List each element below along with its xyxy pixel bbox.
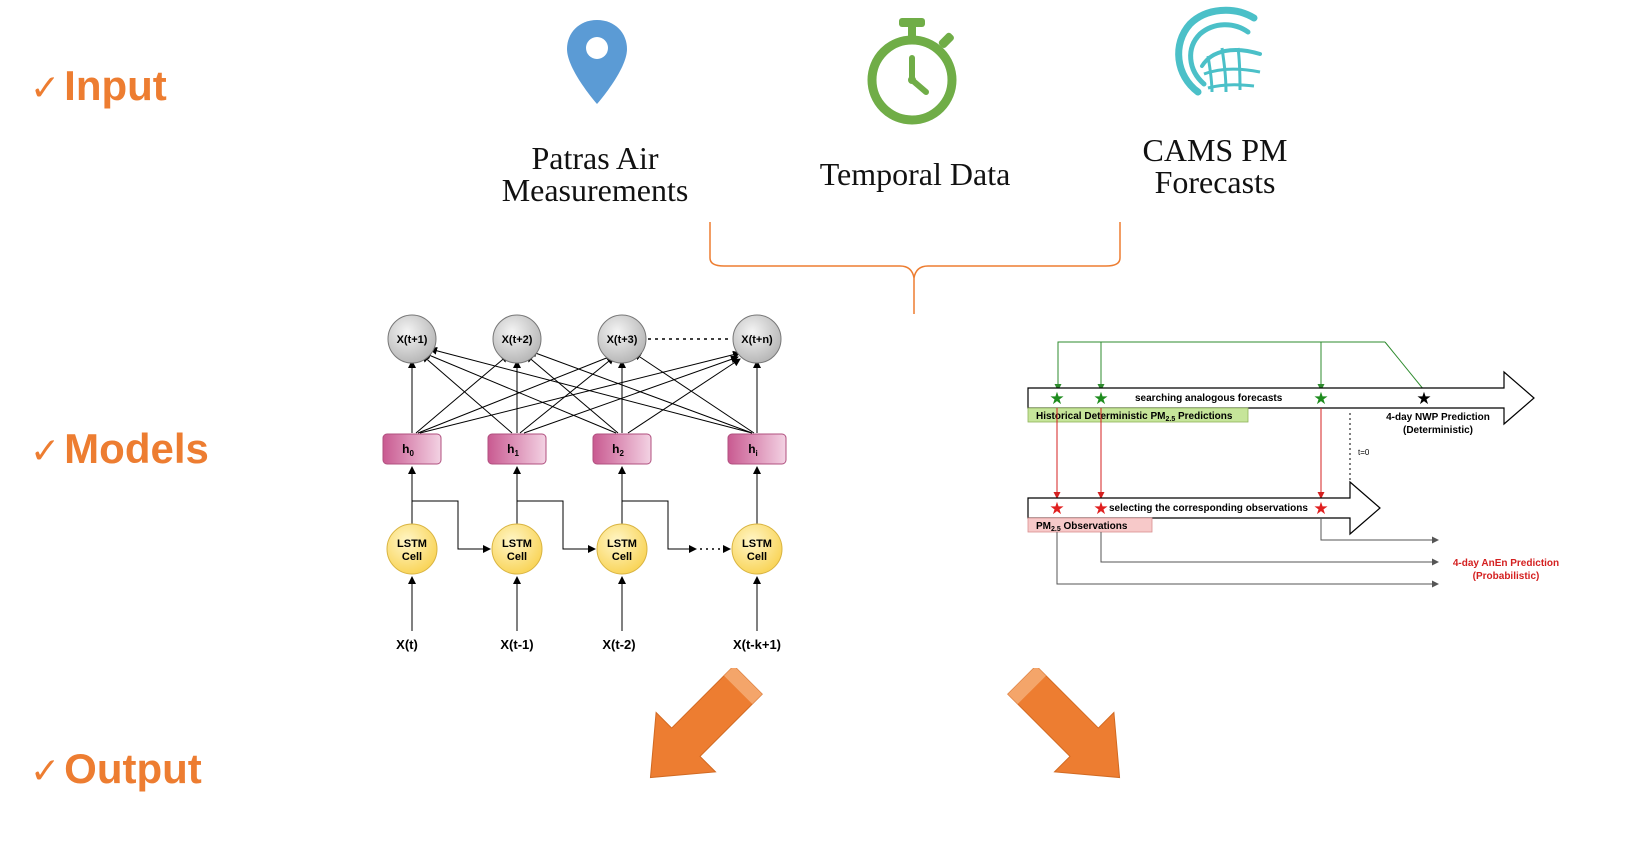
lstm-cell: LSTM Cell	[386, 523, 438, 575]
svg-text:LSTM: LSTM	[502, 538, 532, 550]
output-node: X(t+1)	[387, 314, 437, 364]
output-node: X(t+n)	[732, 314, 782, 364]
input-brace	[709, 222, 1121, 314]
section-input: ✓Input	[30, 62, 167, 109]
output-node: X(t+2)	[492, 314, 542, 364]
svg-text:X(t+n): X(t+n)	[741, 334, 773, 346]
hidden-node: h0	[382, 433, 442, 465]
input-label: X(t-1)	[500, 637, 533, 652]
svg-text:X(t+3): X(t+3)	[607, 334, 638, 346]
lstm-cell: LSTM Cell	[731, 523, 783, 575]
star-icon: ★	[1093, 499, 1108, 518]
hidden-node: h1	[487, 433, 547, 465]
output-arrow-right	[1007, 668, 1121, 779]
source-temporal-label: Temporal Data	[819, 156, 1011, 192]
hidden-node: h2	[592, 433, 652, 465]
svg-text:Cell: Cell	[507, 551, 527, 563]
svg-text:Cell: Cell	[747, 551, 767, 563]
lstm-cell: LSTM Cell	[596, 523, 648, 575]
hidden-to-output-connections	[408, 346, 761, 434]
section-models: ✓Models	[30, 425, 209, 472]
output-arrow-left	[649, 668, 763, 779]
checkmark-icon: ✓	[30, 68, 61, 109]
input-label: X(t-k+1)	[733, 637, 781, 652]
checkmark-icon: ✓	[30, 751, 61, 792]
svg-text:X(t+1): X(t+1)	[397, 334, 428, 346]
star-icon: ★	[1049, 499, 1064, 518]
globe-logo-icon	[1175, 6, 1262, 96]
observations-label: PM2.5 Observations	[1036, 521, 1128, 533]
svg-text:LSTM: LSTM	[742, 538, 772, 550]
svg-text:searching analogous forecasts: searching analogous forecasts	[1135, 393, 1283, 404]
star-icon: ★	[1313, 389, 1328, 408]
historical-predictions-label: Historical Deterministic PM2.5 Predictio…	[1036, 411, 1233, 423]
source-patras-label: Patras Air Measurements	[501, 140, 689, 208]
svg-text:LSTM: LSTM	[397, 538, 427, 550]
svg-text:selecting the corresponding ob: selecting the corresponding observations	[1109, 503, 1308, 514]
source-cams-label: CAMS PM Forecasts	[1142, 132, 1288, 200]
lstm-diagram: X(t+1) X(t+2) X(t+3) X(t+n) h0 h1 h2 hi	[382, 314, 787, 652]
map-pin-icon	[567, 20, 627, 104]
output-node: X(t+3)	[597, 314, 647, 364]
svg-text:4-day NWP Prediction: 4-day NWP Prediction	[1386, 412, 1490, 423]
svg-text:4-day AnEn Prediction: 4-day AnEn Prediction	[1453, 558, 1559, 569]
section-output: ✓Output	[30, 745, 202, 792]
checkmark-icon: ✓	[30, 431, 61, 472]
svg-text:h2: h2	[612, 442, 624, 458]
svg-text:Cell: Cell	[402, 551, 422, 563]
input-label: X(t)	[396, 637, 418, 652]
svg-text:LSTM: LSTM	[607, 538, 637, 550]
star-icon: ★	[1313, 499, 1328, 518]
star-icon: ★	[1093, 389, 1108, 408]
star-icon: ★	[1416, 389, 1431, 408]
stopwatch-icon	[867, 18, 957, 125]
svg-text:hi: hi	[748, 442, 758, 458]
observations-box	[1027, 517, 1153, 533]
green-search-lines	[1054, 341, 1425, 391]
ensemble-output-lines	[1056, 518, 1439, 588]
anen-diagram: searching analogous forecasts ★ ★ ★ ★ Hi…	[1027, 341, 1559, 588]
historical-predictions-box	[1027, 407, 1249, 423]
svg-text:h0: h0	[402, 442, 414, 458]
hidden-node: hi	[727, 433, 787, 465]
svg-text:(Deterministic): (Deterministic)	[1403, 425, 1473, 436]
svg-text:t=0: t=0	[1358, 448, 1370, 457]
svg-text:Cell: Cell	[612, 551, 632, 563]
svg-text:(Probabilistic): (Probabilistic)	[1473, 571, 1540, 582]
lstm-cell: LSTM Cell	[491, 523, 543, 575]
svg-text:h1: h1	[507, 442, 519, 458]
svg-text:X(t+2): X(t+2)	[502, 334, 533, 346]
input-label: X(t-2)	[602, 637, 635, 652]
recurrent-connections	[412, 500, 697, 553]
star-icon: ★	[1049, 389, 1064, 408]
red-selection-lines	[1053, 408, 1325, 499]
